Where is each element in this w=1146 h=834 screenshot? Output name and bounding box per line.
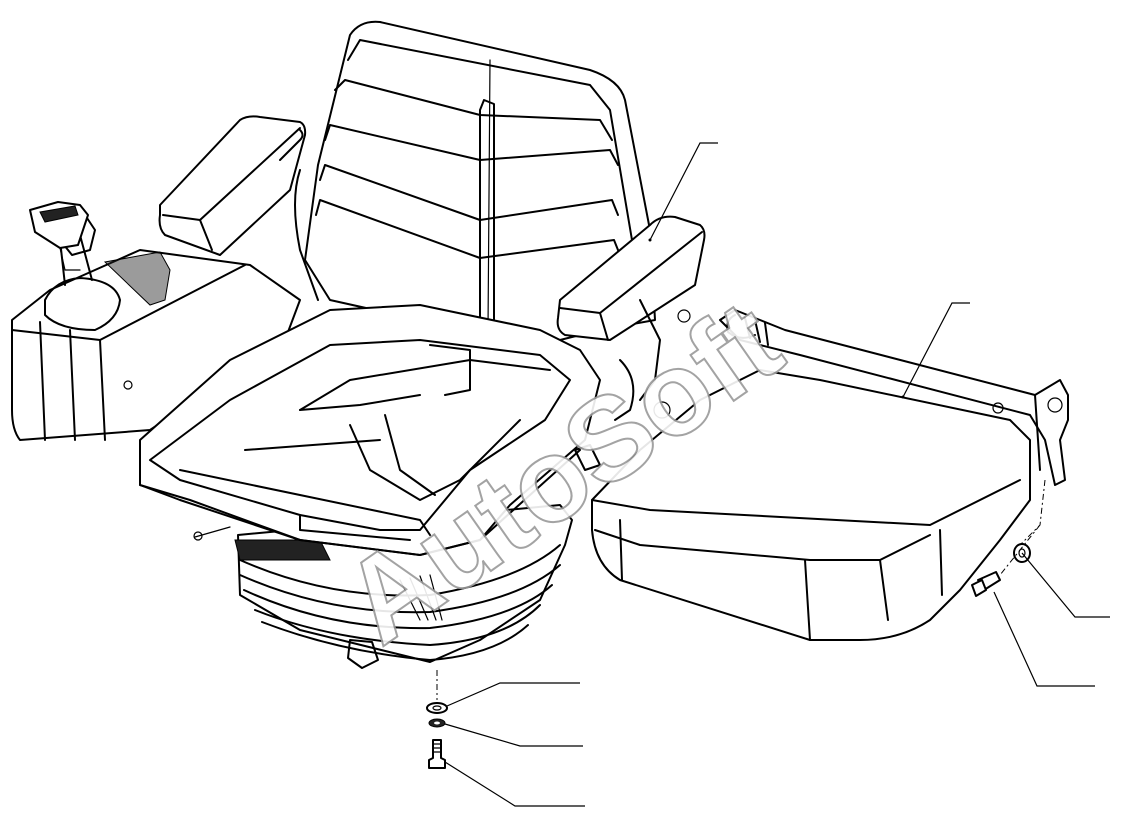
leader-spring-washer — [444, 723, 583, 747]
leader-washer-right — [1021, 552, 1110, 618]
leader-bolt-bottom — [444, 761, 585, 807]
bolt-bottom — [428, 739, 446, 769]
callout-leaders — [444, 142, 1110, 807]
leader-right-armrest — [649, 142, 718, 241]
bolt-right — [971, 571, 1001, 597]
spring-washer — [428, 718, 446, 728]
left-armrest — [158, 115, 307, 256]
suspension-bellows — [193, 504, 573, 669]
leader-bolt-right — [993, 591, 1095, 687]
control-console-with-joystick — [11, 201, 301, 441]
seat-cushion — [139, 304, 601, 556]
leader-pad — [902, 302, 970, 398]
washer-a — [426, 702, 448, 714]
leader-washer-a — [446, 682, 580, 707]
console-pad-with-bracket — [591, 238, 1069, 641]
